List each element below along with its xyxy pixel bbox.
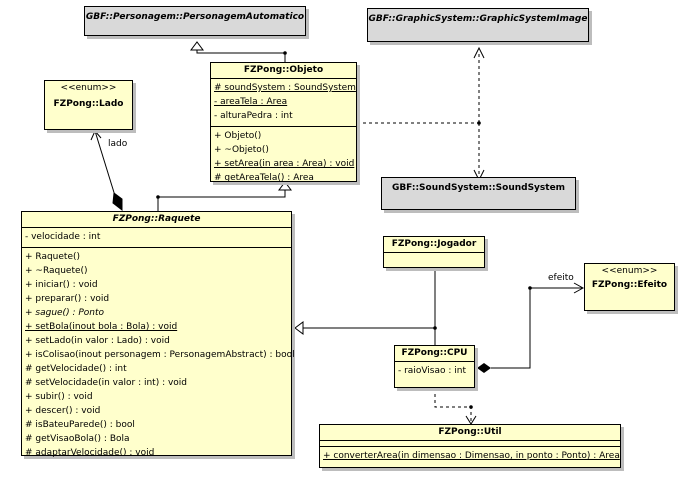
class-title: GBF::GraphicSystem::GraphicSystemImage [368,14,588,24]
util-dependency-line [434,388,472,421]
cpu-generalization-line [303,327,436,345]
enum-efeito[interactable]: <<enum>> FZPong::Efeito [584,263,675,311]
operation: + isColisao(inout personagem : Personage… [25,350,295,360]
operation: + Raquete() [25,252,81,262]
operation: # getAreaTela() : Area [214,173,314,183]
class-raquete[interactable]: FZPong::Raquete - velocidade : int + Raq… [21,211,295,458]
class-cpu[interactable]: FZPong::CPU - raioVisao : int [394,345,475,388]
class-title: FZPong::Efeito [591,280,668,290]
attribute: # soundSystem : SoundSystem [214,83,356,93]
class-personagem-automatico[interactable]: GBF::Personagem::PersonagemAutomatico [84,6,306,36]
class-objeto[interactable]: FZPong::Objeto # soundSystem : SoundSyst… [210,62,357,183]
operation: # getVelocidade() : int [25,364,127,374]
class-util[interactable]: FZPong::Util + converterArea(in dimensao… [319,424,621,468]
operation: + setBola(inout bola : Bola) : void [25,322,178,332]
class-sound-system[interactable]: GBF::SoundSystem::SoundSystem [381,177,576,210]
operations-section: + converterArea(in dimensao : Dimensao, … [320,447,620,466]
operation: # getVisaoBola() : Bola [25,434,130,444]
attribute: - alturaPedra : int [214,111,293,121]
operation: + ~Raquete() [25,266,88,276]
operation: + subir() : void [25,392,93,402]
operation: + preparar() : void [25,294,110,304]
raquete-generalization-line [157,188,286,211]
composition-diamond [112,192,123,212]
operations-section: + Objeto() + ~Objeto() + setArea(in area… [211,127,356,188]
operation: + converterArea(in dimensao : Dimensao, … [323,451,620,461]
efeito-composition-line [491,287,582,369]
attributes-section: - raioVisao : int [395,362,474,381]
attributes-section [320,441,620,447]
class-jogador[interactable]: FZPong::Jogador [383,236,485,268]
lado-composition-line [94,130,117,200]
class-graphic-system-image[interactable]: GBF::GraphicSystem::GraphicSystemImage [367,8,589,42]
class-title: FZPong::CPU [395,346,474,362]
generalization-arrowhead [278,181,292,191]
attribute: - velocidade : int [25,232,101,242]
operations-section: + Raquete() + ~Raquete() + iniciar() : v… [22,248,295,463]
operation: + setArea(in area : Area) : void [214,159,355,169]
class-title: GBF::Personagem::PersonagemAutomatico [85,12,305,22]
operation: + sague() : Ponto [25,308,105,318]
class-title: GBF::SoundSystem::SoundSystem [391,183,566,193]
operation: + Objeto() [214,131,262,141]
attribute: - raioVisao : int [398,366,466,376]
operation: + iniciar() : void [25,280,98,290]
efeito-role-label: efeito [548,273,574,283]
operation: # setVelocidade(in valor : int) : void [25,378,188,388]
lado-role-label: lado [108,139,128,149]
enum-lado[interactable]: <<enum>> FZPong::Lado [44,80,133,130]
operation: + setLado(in valor : Lado) : void [25,336,170,346]
stereotype: <<enum>> [60,83,117,93]
class-title: FZPong::Util [320,425,620,441]
generalization-arrowhead [294,321,304,335]
operation: # isBateuParede() : bool [25,420,135,430]
operation: + ~Objeto() [214,145,269,155]
attributes-section: # soundSystem : SoundSystem - areaTela :… [211,79,356,127]
composition-diamond [477,363,491,373]
operation: + descer() : void [25,406,101,416]
stereotype: <<enum>> [601,266,658,276]
attributes-section: - velocidade : int [22,228,291,248]
class-title: FZPong::Objeto [211,63,356,79]
class-title: FZPong::Lado [53,99,124,109]
objeto-generalization-line [196,50,286,62]
operation: # adaptarVelocidade() : void [25,448,155,458]
generalization-arrowhead [190,41,204,51]
class-title: FZPong::Jogador [384,237,484,253]
attribute: - areaTela : Area [214,97,288,107]
class-title: FZPong::Raquete [22,212,291,228]
attributes-section [384,253,484,261]
